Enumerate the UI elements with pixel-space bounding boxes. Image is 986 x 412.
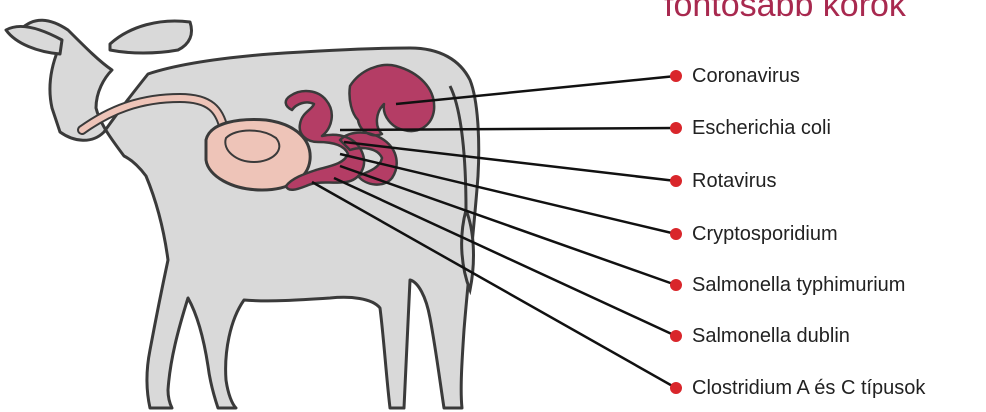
label-coronavirus: Coronavirus — [692, 64, 800, 88]
dot-cryptosporidium — [670, 228, 682, 240]
calf-ear-right — [110, 21, 192, 53]
dot-clostridium — [670, 382, 682, 394]
dot-salmonella-dublin — [670, 330, 682, 342]
dot-salmonella-typhimurium — [670, 279, 682, 291]
label-dots — [670, 70, 682, 394]
label-cryptosporidium: Cryptosporidium — [692, 222, 838, 246]
diagram-title: fontosabb kórok — [664, 0, 906, 25]
label-clostridium: Clostridium A és C típusok — [692, 376, 925, 400]
label-rotavirus: Rotavirus — [692, 169, 776, 193]
label-salmonella-dublin: Salmonella dublin — [692, 324, 850, 348]
dot-rotavirus — [670, 175, 682, 187]
label-escherichia-coli: Escherichia coli — [692, 116, 831, 140]
dot-escherichia-coli — [670, 122, 682, 134]
label-salmonella-typhimurium: Salmonella typhimurium — [692, 273, 905, 297]
dot-coronavirus — [670, 70, 682, 82]
